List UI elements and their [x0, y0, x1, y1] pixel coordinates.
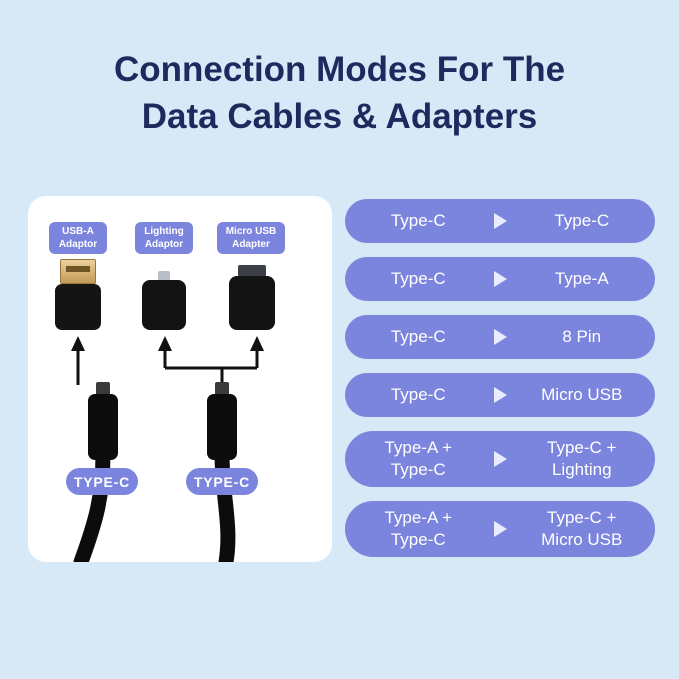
- usb-c-cable-right: [207, 382, 237, 562]
- mode-from-label: Type-A + Type-C: [384, 437, 453, 479]
- play-triangle-icon: [493, 451, 507, 467]
- mode-to-label: Micro USB: [541, 384, 623, 404]
- micro-usb-adapter-label: Micro USB Adapter: [217, 222, 285, 254]
- mode-to-label: Type-C + Lighting: [547, 437, 617, 479]
- mode-from-label: Type-C: [390, 268, 446, 288]
- mode-from-label: Type-C: [390, 210, 446, 230]
- play-triangle-icon: [493, 521, 507, 537]
- cables-and-arrows-graphic: [71, 336, 264, 562]
- mode-from-label: Type-A + Type-C: [384, 507, 453, 549]
- mode-row: Type-C 8 Pin: [345, 315, 655, 359]
- type-c-cable-label-right: TYPE-C: [186, 468, 258, 495]
- mode-row: Type-C Micro USB: [345, 373, 655, 417]
- connection-modes-list: Type-C Type-C Type-C Type-A Type-C 8 Pin…: [345, 199, 655, 557]
- mode-row: Type-A + Type-C Type-C + Lighting: [345, 431, 655, 487]
- mode-row: Type-C Type-C: [345, 199, 655, 243]
- page-title: Connection Modes For The Data Cables & A…: [0, 46, 679, 141]
- page-title-line1: Connection Modes For The: [113, 50, 566, 89]
- mode-to-label: 8 Pin: [562, 326, 602, 346]
- lightning-body: [142, 280, 186, 330]
- adapter-photo-card: USB-A Adaptor Lighting Adaptor Micro USB…: [28, 196, 332, 562]
- mode-from-label: Type-C: [390, 326, 446, 346]
- micro-usb-body: [229, 276, 275, 330]
- micro-usb-tip: [238, 265, 266, 277]
- play-triangle-icon: [493, 387, 507, 403]
- usb-a-body: [55, 284, 101, 330]
- page-title-line2: Data Cables & Adapters: [141, 97, 538, 137]
- play-triangle-icon: [493, 329, 507, 345]
- lightning-tip: [158, 271, 170, 281]
- usb-c-cable-left: [73, 382, 118, 562]
- branched-up-arrow-icon: [158, 336, 264, 385]
- mode-row: Type-A + Type-C Type-C + Micro USB: [345, 501, 655, 557]
- play-triangle-icon: [493, 271, 507, 287]
- up-arrow-icon: [71, 336, 85, 385]
- mode-to-label: Type-C + Micro USB: [541, 507, 623, 549]
- usb-a-metal-connector: [60, 259, 96, 284]
- play-triangle-icon: [493, 213, 507, 229]
- usb-a-adaptor-label: USB-A Adaptor: [49, 222, 107, 254]
- type-c-cable-label-left: TYPE-C: [66, 468, 138, 495]
- mode-row: Type-C Type-A: [345, 257, 655, 301]
- usb-a-slot: [66, 266, 90, 272]
- mode-from-label: Type-C: [390, 384, 446, 404]
- lighting-adaptor-label: Lighting Adaptor: [135, 222, 193, 254]
- mode-to-label: Type-A: [554, 268, 609, 288]
- mode-to-label: Type-C: [554, 210, 610, 230]
